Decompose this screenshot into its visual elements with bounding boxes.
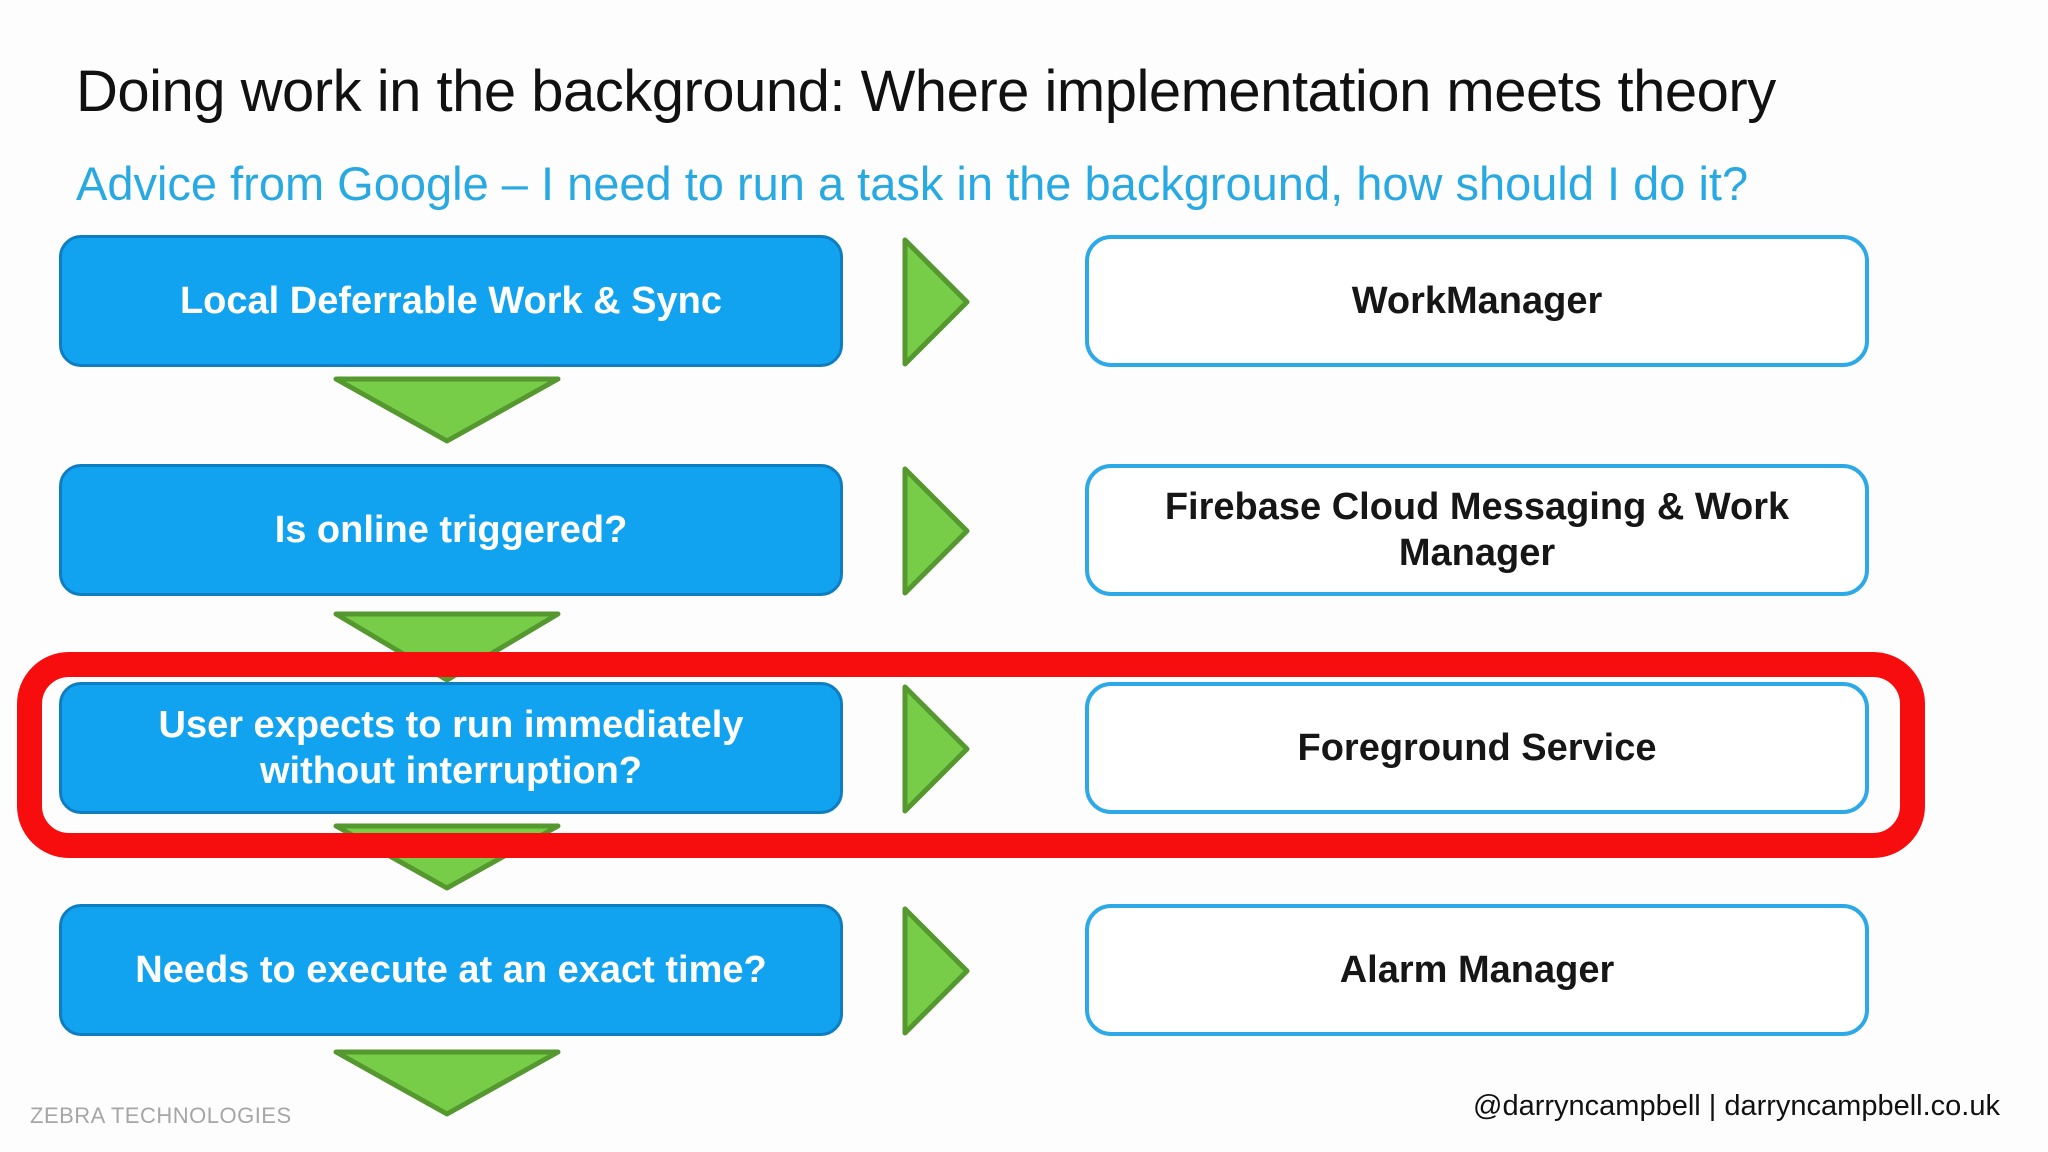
flow-row: Local Deferrable Work & Sync WorkManager [0,235,2048,367]
flow-row: Needs to execute at an exact time? Alarm… [0,904,2048,1036]
flow-row-highlighted: User expects to run immediately without … [0,682,2048,814]
answer-label: Firebase Cloud Messaging & Work Manager [1164,485,1790,574]
arrow-right-icon [902,906,970,1036]
footer-brand: ZEBRA TECHNOLOGIES [30,1103,292,1128]
arrow-right-icon [902,466,970,596]
arrow-right-icon [902,684,970,814]
arrow-right-icon [902,237,970,367]
arrow-down-icon [333,376,561,444]
answer-label: Alarm Manager [1339,948,1615,991]
flow-row: Is online triggered? Firebase Cloud Mess… [0,464,2048,596]
question-label: Is online triggered? [274,508,628,551]
answer-box: Foreground Service [1085,682,1869,814]
answer-label: Foreground Service [1297,726,1657,769]
question-label: Needs to execute at an exact time? [135,948,767,991]
arrow-down-icon [333,1049,561,1117]
footer-credit: @darryncampbell | darryncampbell.co.uk [1473,1090,2000,1122]
answer-box: Firebase Cloud Messaging & Work Manager [1085,464,1869,596]
question-label: Local Deferrable Work & Sync [179,279,723,322]
arrow-down-icon [333,823,561,891]
question-box: User expects to run immediately without … [59,682,843,814]
arrow-down-icon [333,611,561,683]
question-label: User expects to run immediately without … [158,703,744,792]
answer-box: Alarm Manager [1085,904,1869,1036]
page-subtitle: Advice from Google – I need to run a tas… [76,157,1749,210]
question-box: Is online triggered? [59,464,843,596]
answer-box: WorkManager [1085,235,1869,367]
answer-label: WorkManager [1351,279,1603,322]
page-title: Doing work in the background: Where impl… [76,59,1776,124]
question-box: Needs to execute at an exact time? [59,904,843,1036]
question-box: Local Deferrable Work & Sync [59,235,843,367]
